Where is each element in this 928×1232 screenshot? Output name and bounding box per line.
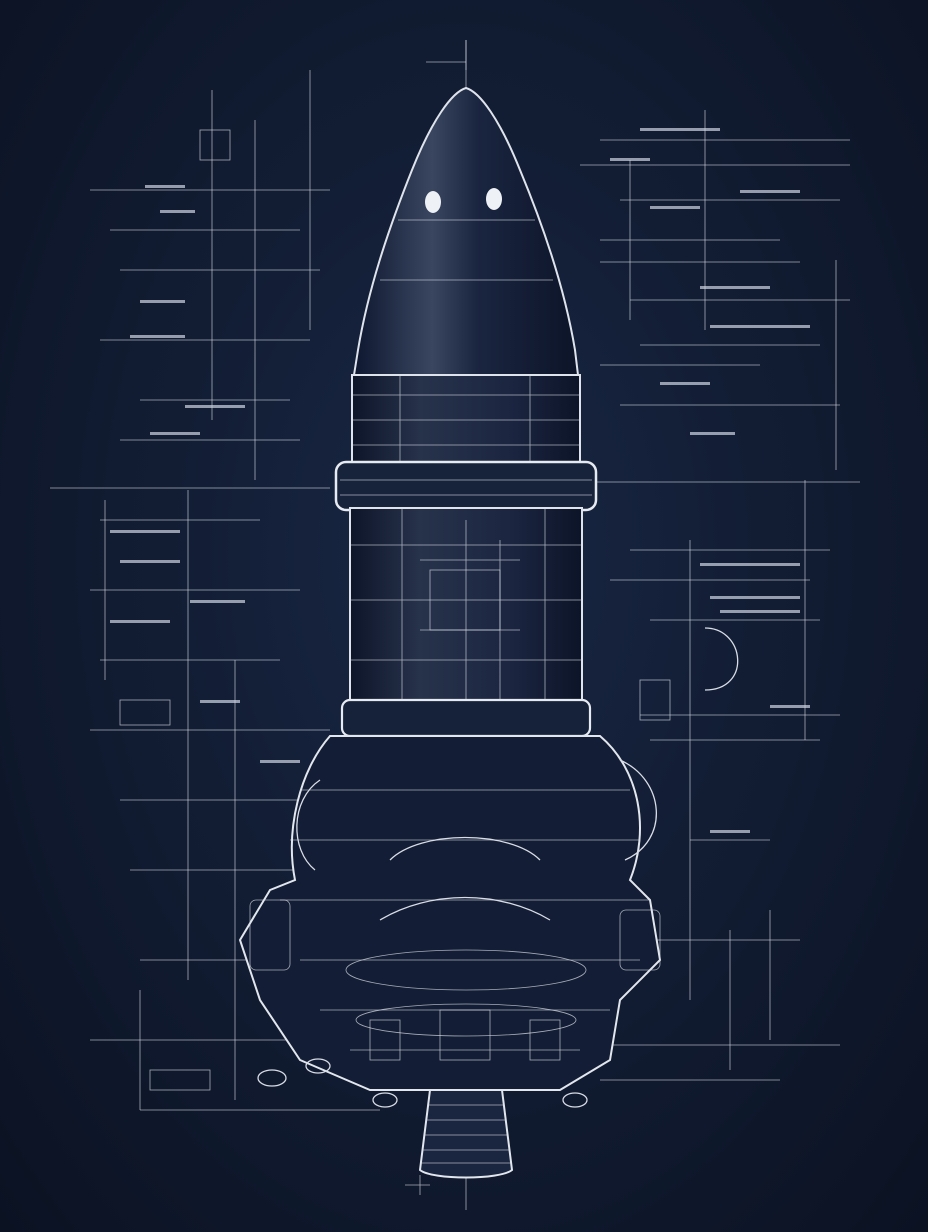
- engine-assembly: [238, 735, 662, 1091]
- lower-collar: [340, 698, 592, 738]
- bottom-marker: [405, 1175, 430, 1195]
- top-marker: [426, 40, 467, 70]
- thruster-left: [257, 1069, 287, 1087]
- annotation-scribbles: [110, 128, 810, 833]
- right-porthole-icon: [486, 188, 502, 210]
- left-porthole-icon: [425, 191, 441, 213]
- nose-cone: [352, 86, 580, 376]
- nozzle: [418, 1089, 514, 1179]
- right-annotation-lines: [580, 110, 860, 1081]
- left-annotation-lines: [50, 70, 380, 1111]
- side-pipe: [619, 759, 657, 861]
- collar-ring: [334, 460, 598, 512]
- rocket: [238, 86, 662, 1179]
